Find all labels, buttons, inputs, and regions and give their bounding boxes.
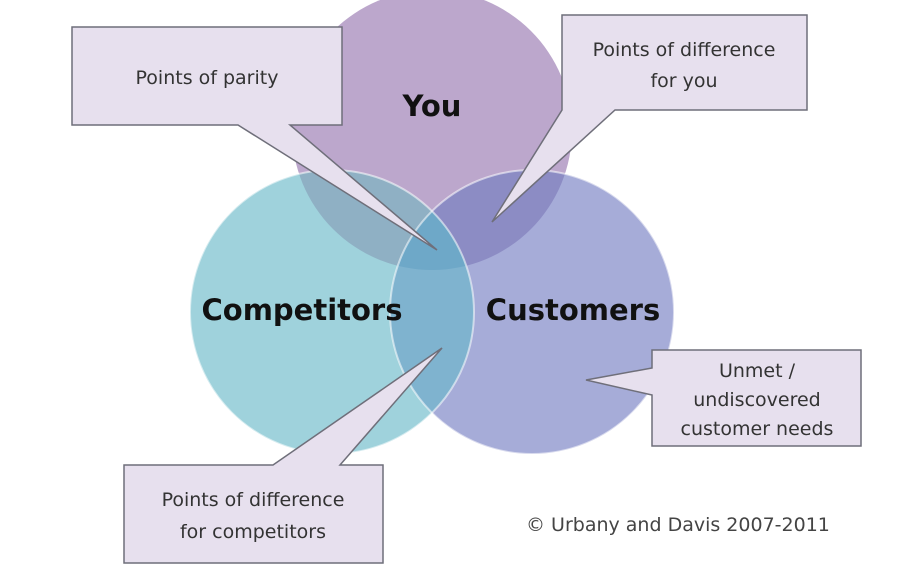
callout-difference-you-line-1: Points of difference [593, 39, 776, 61]
callout-unmet-line-2: undiscovered [693, 389, 820, 411]
callout-unmet-needs: Unmet / undiscovered customer needs [585, 349, 862, 447]
callout-unmet-line-3: customer needs [681, 418, 834, 440]
overlap-you-customers [390, 170, 572, 270]
label-you: You [402, 89, 462, 123]
copyright-notice: © Urbany and Davis 2007-2011 [526, 514, 830, 536]
callout-difference-competitors-line-2: for competitors [180, 521, 326, 543]
callout-difference-competitors: Points of difference for competitors [123, 347, 443, 564]
callout-difference-you-line-2: for you [650, 70, 717, 92]
label-customers: Customers [486, 293, 660, 327]
callout-points-of-parity: Points of parity [71, 26, 438, 251]
callout-unmet-line-1: Unmet / [719, 360, 796, 382]
label-competitors: Competitors [201, 293, 402, 327]
callout-difference-competitors-line-1: Points of difference [162, 489, 345, 511]
callout-parity-line-1: Points of parity [136, 67, 279, 89]
callout-difference-you: Points of difference for you [491, 14, 808, 223]
overlap-you-competitors [292, 170, 474, 270]
